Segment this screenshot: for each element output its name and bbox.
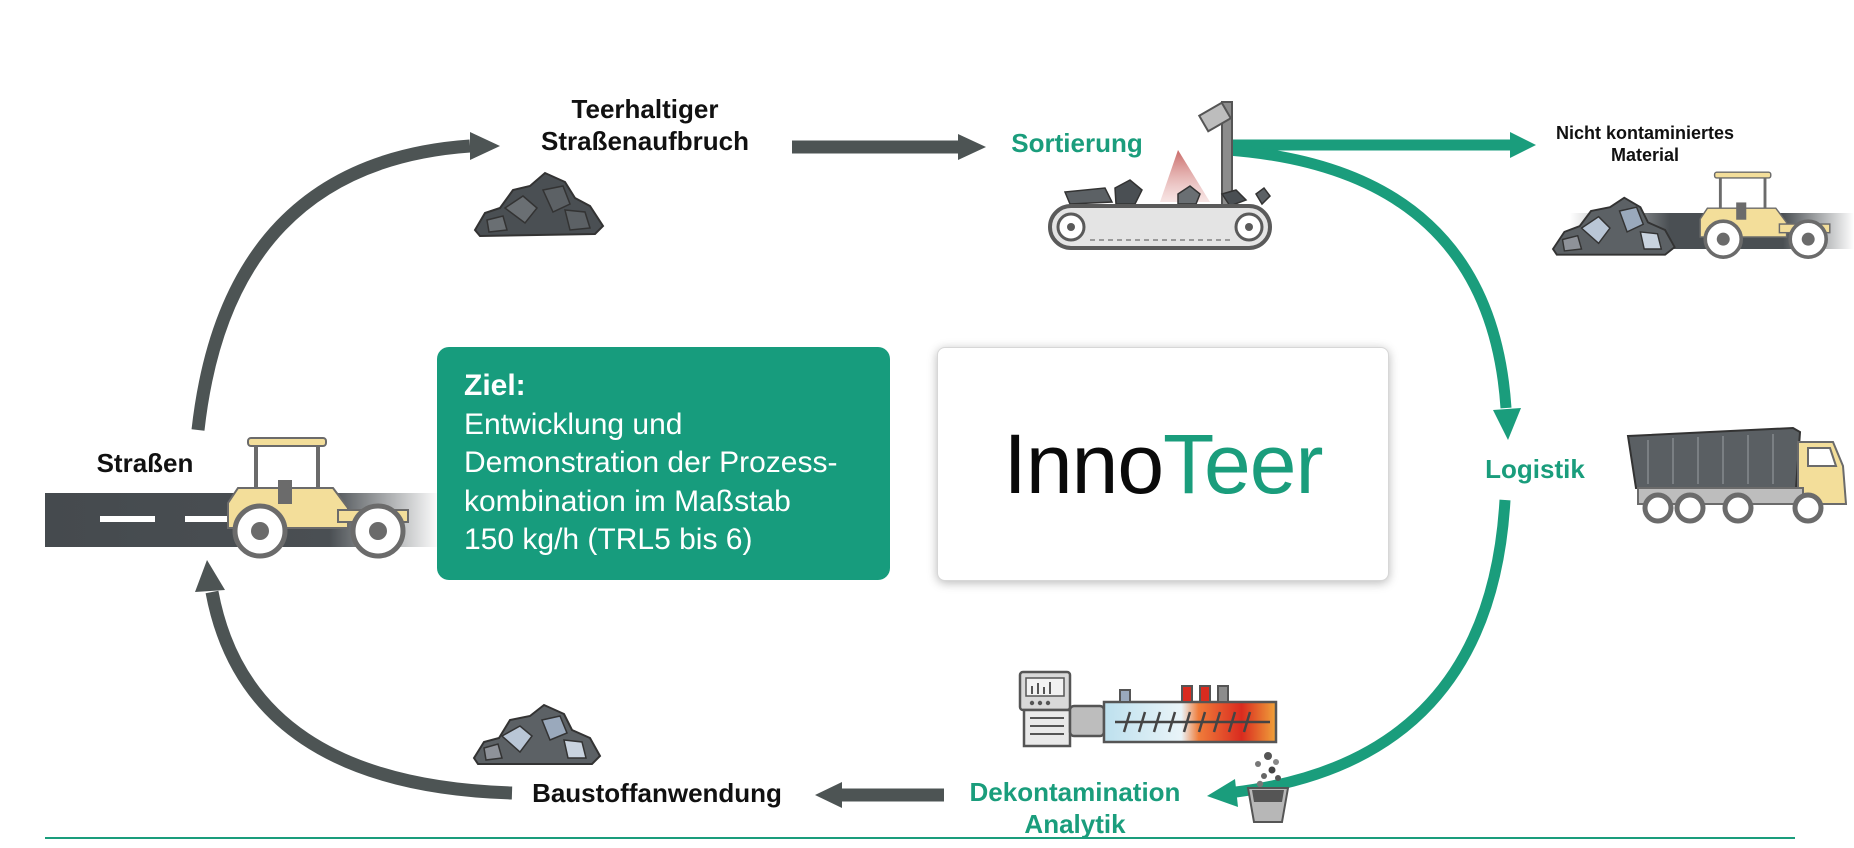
- road-roller-icon: [227, 437, 409, 559]
- rubble-pile-light-icon: [1551, 196, 1676, 256]
- rubble-pile-bottom-icon: [472, 703, 602, 765]
- arrowhead-sortierung: [958, 134, 986, 160]
- cycle-arrows: [191, 132, 1536, 808]
- label-dekontamination: Dekontamination Analytik: [945, 777, 1205, 840]
- innoteer-logo-box: InnoTeer: [937, 347, 1389, 581]
- label-dekontamination-line2: Analytik: [1024, 808, 1126, 839]
- goal-description: Entwicklung und Demonstration der Prozes…: [464, 407, 838, 557]
- logo-part-teer: Teer: [1163, 416, 1323, 511]
- rubble-pile-icon: [473, 171, 605, 238]
- label-sortierung: Sortierung: [1011, 128, 1143, 158]
- arrowhead-dekontamination: [1207, 779, 1238, 807]
- extruder-machine-icon: [1018, 670, 1290, 823]
- label-logistik: Logistik: [1485, 454, 1585, 484]
- label-dekontamination-line1: Dekontamination: [969, 777, 1181, 807]
- goal-title: Ziel:: [464, 369, 526, 402]
- arrowhead-strassen: [195, 560, 225, 592]
- logo-part-inno: Inno: [1003, 416, 1164, 511]
- label-strassen: Straßen: [96, 448, 194, 478]
- arrowhead-logistik: [1493, 408, 1521, 440]
- dump-truck-icon: [1626, 426, 1848, 524]
- label-baustoffanwendung: Baustoffanwendung: [532, 778, 782, 808]
- goal-box: Ziel: Entwicklung und Demonstration der …: [437, 347, 890, 580]
- conveyor-sorter-icon: [1048, 101, 1272, 250]
- arrow-baustoff-to-strassen: [205, 590, 513, 800]
- arrowhead-material: [1510, 132, 1536, 158]
- arrow-sortierung-to-logistik: [1227, 144, 1512, 409]
- label-strassenaufbruch: Teerhaltiger Straßenaufbruch: [510, 94, 780, 157]
- arrow-logistik-to-dekontamination: [1235, 499, 1511, 798]
- arrowhead-aufbruch: [470, 132, 500, 160]
- road-roller-icon-right: [1699, 171, 1831, 259]
- label-nicht-kontaminiert-line2: Material: [1610, 144, 1680, 165]
- granulate-output: [1255, 752, 1281, 788]
- label-strassenaufbruch-line1: Teerhaltiger: [571, 94, 719, 124]
- label-nicht-kontaminiert-line1: Nicht kontaminiertes: [1555, 123, 1735, 143]
- label-nicht-kontaminiert: Nicht kontaminiertes Material: [1530, 123, 1760, 167]
- label-strassenaufbruch-line2: Straßenaufbruch: [540, 125, 750, 156]
- arrowhead-baustoff: [815, 782, 842, 808]
- arrow-strassen-to-aufbruch: [191, 139, 471, 431]
- innoteer-logo: InnoTeer: [1003, 416, 1324, 513]
